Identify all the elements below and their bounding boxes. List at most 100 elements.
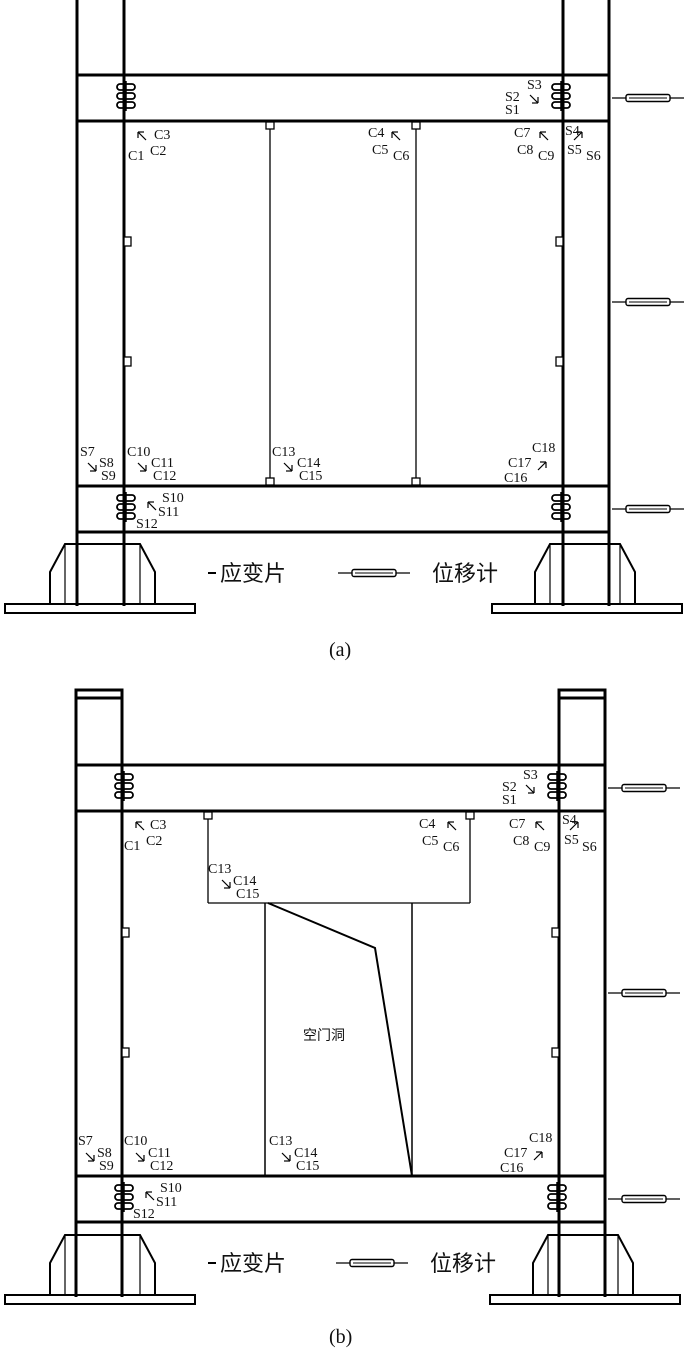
- gauge-label-c13-b: C13: [269, 1134, 292, 1149]
- gauge-label-c5-b: C5: [422, 834, 438, 849]
- gauge-label-c10: C10: [127, 445, 150, 460]
- rosette-c13-c15: [283, 462, 293, 472]
- connector-spring-bottom-right: [551, 491, 571, 523]
- gauge-label-c13: C13: [272, 445, 295, 460]
- rosette-s1-s3: [529, 94, 539, 104]
- legend-a: 应变片 位移计: [208, 562, 498, 587]
- gauge-label-c4: C4: [368, 126, 384, 141]
- gauge-label-c4-b: C4: [419, 817, 435, 832]
- gauge-label-c2: C2: [150, 144, 166, 159]
- gauge-label-s2-b: S2: [502, 780, 517, 795]
- gauge-label-c11: C11: [151, 456, 174, 471]
- gauge-label-c8-b: C8: [513, 834, 529, 849]
- rosette-c16-c18: [537, 461, 547, 471]
- gauge-label-c12: C12: [153, 469, 176, 484]
- caption-a: (a): [329, 639, 351, 661]
- legend-b: 应变片 位移计: [208, 1252, 496, 1277]
- beam-bottom-b: [76, 1174, 605, 1224]
- gauge-label-s2: S2: [505, 90, 520, 105]
- gauge-label-c14-b: C14: [294, 1146, 317, 1161]
- rosette-c1-c3-b: [135, 821, 145, 831]
- gauge-label-s3-b: S3: [523, 768, 538, 783]
- gauge-label-s8: S8: [99, 456, 114, 471]
- connector-spring-bottom-left-b: [114, 1181, 134, 1213]
- gauge-label-c7-b: C7: [509, 817, 525, 832]
- empty-door-label: 空门洞: [303, 1028, 345, 1044]
- gauge-label-c5: C5: [372, 143, 388, 158]
- gauge-label-c3: C3: [154, 128, 170, 143]
- rosette-s7-s9: [87, 462, 97, 472]
- rosette-c7-c9-b: [535, 821, 545, 831]
- gauge-label-c14-upper-b: C14: [233, 874, 256, 889]
- gauge-label-c2-b: C2: [146, 834, 162, 849]
- rosette-c13-c15-upper-b: [221, 879, 231, 889]
- displacement-meter-1: [611, 93, 685, 103]
- gauge-label-c9-b: C9: [534, 840, 550, 855]
- gauge-label-c18: C18: [532, 441, 555, 456]
- gauge-label-c6: C6: [393, 149, 409, 164]
- displacement-meter-2-b: [607, 988, 681, 998]
- displacement-meter-legend-icon: [337, 568, 411, 578]
- rosette-c10-c12: [137, 462, 147, 472]
- gauge-label-s4: S4: [565, 124, 580, 139]
- beam-bottom: [77, 484, 609, 534]
- rosette-c13-c15-b: [281, 1152, 291, 1162]
- rosette-c4-c6: [391, 131, 401, 141]
- displacement-meter-3-b: [607, 1194, 681, 1204]
- gauge-label-c10-b: C10: [124, 1134, 147, 1149]
- rosette-s10-s12: [147, 501, 157, 511]
- legend-strain-gauge-label: 应变片: [220, 562, 286, 587]
- displacement-meter-legend-icon-b: [335, 1258, 409, 1268]
- wall-ties-b: [121, 927, 560, 1058]
- gauge-label-s3: S3: [527, 78, 542, 93]
- gauge-label-s12-b: S12: [133, 1207, 155, 1222]
- gauge-label-s5: S5: [567, 143, 582, 158]
- displacement-meter-1-b: [607, 783, 681, 793]
- legend-displacement-meter-label-b: 位移计: [430, 1252, 496, 1277]
- gauge-label-c3-b: C3: [150, 818, 166, 833]
- connector-spring-top-left: [116, 80, 136, 112]
- door-opening: [264, 902, 413, 1177]
- gauge-label-c7: C7: [514, 126, 530, 141]
- gauge-label-s5-b: S5: [564, 833, 579, 848]
- gauge-label-c14: C14: [297, 456, 320, 471]
- gauge-label-c1: C1: [128, 149, 144, 164]
- gauge-label-c9: C9: [538, 149, 554, 164]
- gauge-label-s7: S7: [80, 445, 95, 460]
- gauge-label-s10-b: S10: [160, 1181, 182, 1196]
- gauge-label-c17: C17: [508, 456, 531, 471]
- legend-strain-gauge-label-b: 应变片: [220, 1252, 286, 1277]
- gauge-label-s6-b: S6: [582, 840, 597, 855]
- gauge-label-c12-b: C12: [150, 1159, 173, 1174]
- gauge-label-c15-b: C15: [296, 1159, 319, 1174]
- gauge-label-c1-b: C1: [124, 839, 140, 854]
- gauge-label-c15: C15: [299, 469, 322, 484]
- gauge-label-c16-b: C16: [500, 1161, 523, 1176]
- connector-spring-bottom-right-b: [547, 1181, 567, 1213]
- beam-top: [77, 73, 609, 123]
- beam-top-b: [76, 763, 605, 813]
- base-left-b: [4, 1234, 196, 1305]
- column-left: [75, 0, 126, 606]
- gauge-label-c8: C8: [517, 143, 533, 158]
- connector-spring-top-right-b: [547, 770, 567, 802]
- wall-ties: [123, 121, 564, 486]
- rosette-s1-s3-b: [525, 784, 535, 794]
- gauge-label-s8-b: S8: [97, 1146, 112, 1161]
- panel-a: S3 S2 S1 C3 C1 C2 C4 C5 C6 C7 C8 C9 S4 S…: [4, 0, 685, 661]
- gauge-label-s11-b: S11: [156, 1195, 177, 1210]
- base-right-b: [489, 1234, 681, 1305]
- rosette-c7-c9: [539, 131, 549, 141]
- gauge-label-c18-b: C18: [529, 1131, 552, 1146]
- displacement-meter-2: [611, 297, 685, 307]
- gauge-label-c15-upper-b: C15: [236, 887, 259, 902]
- gauge-label-c11-b: C11: [148, 1146, 171, 1161]
- gauge-label-s4-b: S4: [562, 813, 577, 828]
- connector-spring-bottom-left: [116, 491, 136, 523]
- caption-b: (b): [329, 1326, 352, 1348]
- lintel-frame: [203, 811, 475, 904]
- rosette-s7-s9-b: [85, 1152, 95, 1162]
- gauge-label-s6: S6: [586, 149, 601, 164]
- gauge-label-c6-b: C6: [443, 840, 459, 855]
- gauge-label-s9: S9: [101, 469, 116, 484]
